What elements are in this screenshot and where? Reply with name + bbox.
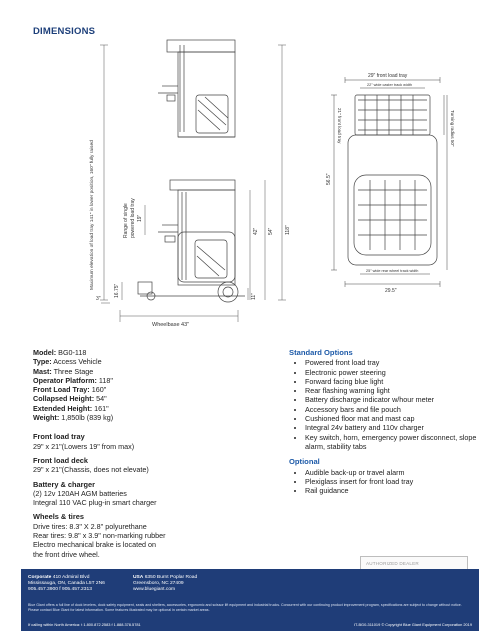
front-load-deck-heading: Front load deck (33, 455, 89, 465)
features: Standard Options Powered front load tray… (289, 348, 489, 495)
battery-heading: Battery & charger (33, 479, 96, 489)
corporate-address: Corporate 410 Admiral Blvd Mississauga, … (28, 575, 105, 593)
dim-565-label: 56.5" (326, 173, 332, 185)
list-item: Forward facing blue light (305, 377, 489, 386)
dim-1675-label: 16.75" (114, 283, 120, 298)
dim-54-label: 54" (268, 227, 274, 235)
wheels-heading: Wheels & tires (33, 512, 84, 522)
battery-line-2: Integral 110 VAC plug-in smart charger (33, 498, 157, 508)
side-view-lowered (137, 179, 245, 303)
range-single-label: Range of single (123, 203, 129, 238)
spec-extended: Extended Height: 161" (33, 403, 109, 413)
top-view (331, 77, 448, 287)
spec-front-tray: Front Load Tray: 160" (33, 385, 107, 395)
powered-load-label: powered load tray (130, 198, 136, 238)
footer: Corporate 410 Admiral Blvd Mississauga, … (21, 569, 479, 631)
front-load-tray-side-label: 21" front load tray (337, 108, 342, 144)
dim-11-label: 11" (251, 293, 257, 300)
usa-address: USA 6350 Burnt Poplar Road Greensboro, N… (133, 575, 198, 593)
list-item: Battery discharge indicator w/hour meter (305, 395, 489, 404)
website-link[interactable]: www.bluegiant.com (133, 587, 176, 593)
front-load-tray-value: 29" x 21"(Lowers 19" from max) (33, 441, 135, 451)
dim-42-label: 42" (253, 227, 259, 235)
standard-options-heading: Standard Options (289, 348, 353, 357)
standard-options-list: Powered front load tray Electronic power… (289, 358, 489, 451)
spec-model: Model: BG0-118 (33, 348, 87, 357)
list-item: Accessory bars and file pouch (305, 405, 489, 414)
spec-mast: Mast: Three Stage (33, 366, 94, 376)
spec-type: Type: Access Vehicle (33, 357, 102, 367)
spec-weight: Weight: 1,850lb (839 kg) (33, 413, 114, 423)
wheels-line-2: Rear tires: 9.8" x 3.9" non-marking rubb… (33, 531, 166, 541)
wheels-line-1: Drive tires: 8.3" X 2.8" polyurethane (33, 521, 147, 531)
optional-heading: Optional (289, 457, 320, 467)
list-item: Plexiglass insert for front load tray (305, 477, 489, 486)
list-item: Key switch, horn, emergency power discon… (305, 433, 489, 452)
turning-radius-label: Turning radius 50" (450, 110, 455, 147)
spec-platform: Operator Platform: 118" (33, 375, 113, 385)
wheels-line-3: Electro mechanical brake is located on (33, 540, 157, 550)
calling-info: If calling within North America: t 1.800… (28, 622, 141, 627)
spec-collapsed: Collapsed Height: 54" (33, 394, 107, 404)
list-item: Audible back-up or travel alarm (305, 468, 489, 477)
dim-3-label: 3" (96, 296, 101, 302)
range-value-label: 19" (137, 214, 143, 222)
list-item: Powered front load tray (305, 358, 489, 367)
list-item: Integral 24v battery and 110v charger (305, 423, 489, 432)
list-item: Rail guidance (305, 486, 489, 495)
list-item: Rear flashing warning light (305, 386, 489, 395)
width-295-label: 29.5" (385, 288, 397, 294)
legal-text: Blue Giant offers a full line of dock le… (28, 603, 462, 612)
list-item: Cushioned floor mat and mast cap (305, 414, 489, 423)
dimension-lines (100, 44, 286, 322)
max-elevation-label: Maximum elevation of load tray 141" in l… (89, 140, 95, 290)
side-view-raised (158, 39, 236, 138)
wheels-line-4: the front drive wheel. (33, 549, 100, 559)
optional-list: Audible back-up or travel alarm Plexigla… (289, 468, 489, 496)
front-load-deck-value: 29" x 21"(Chassis, does not elevate) (33, 465, 149, 475)
caster-track-label: 22" wide caster track width (367, 83, 412, 87)
front-tray-top-label: 29" front load tray (368, 73, 408, 79)
dimension-drawing: Maximum elevation of load tray 141" in l… (89, 39, 455, 328)
wheelbase-label: Wheelbase 43" (152, 322, 189, 328)
battery-line-1: (2) 12v 120AH AGM batteries (33, 488, 127, 498)
dealer-label: AUTHORIZED DEALER (366, 561, 419, 566)
specifications: Model: BG0-118 Type: Access Vehicle Mast… (33, 348, 268, 559)
list-item: Electronic power steering (305, 368, 489, 377)
dim-118-label: 118" (285, 225, 291, 235)
copyright: IT-BG0-311019 © Copyright Blue Giant Equ… (353, 622, 472, 627)
rear-wheel-track-label: 25" wide rear wheel track width (366, 269, 418, 273)
front-load-tray-heading: Front load tray (33, 432, 85, 442)
page-title: DIMENSIONS (33, 26, 96, 37)
